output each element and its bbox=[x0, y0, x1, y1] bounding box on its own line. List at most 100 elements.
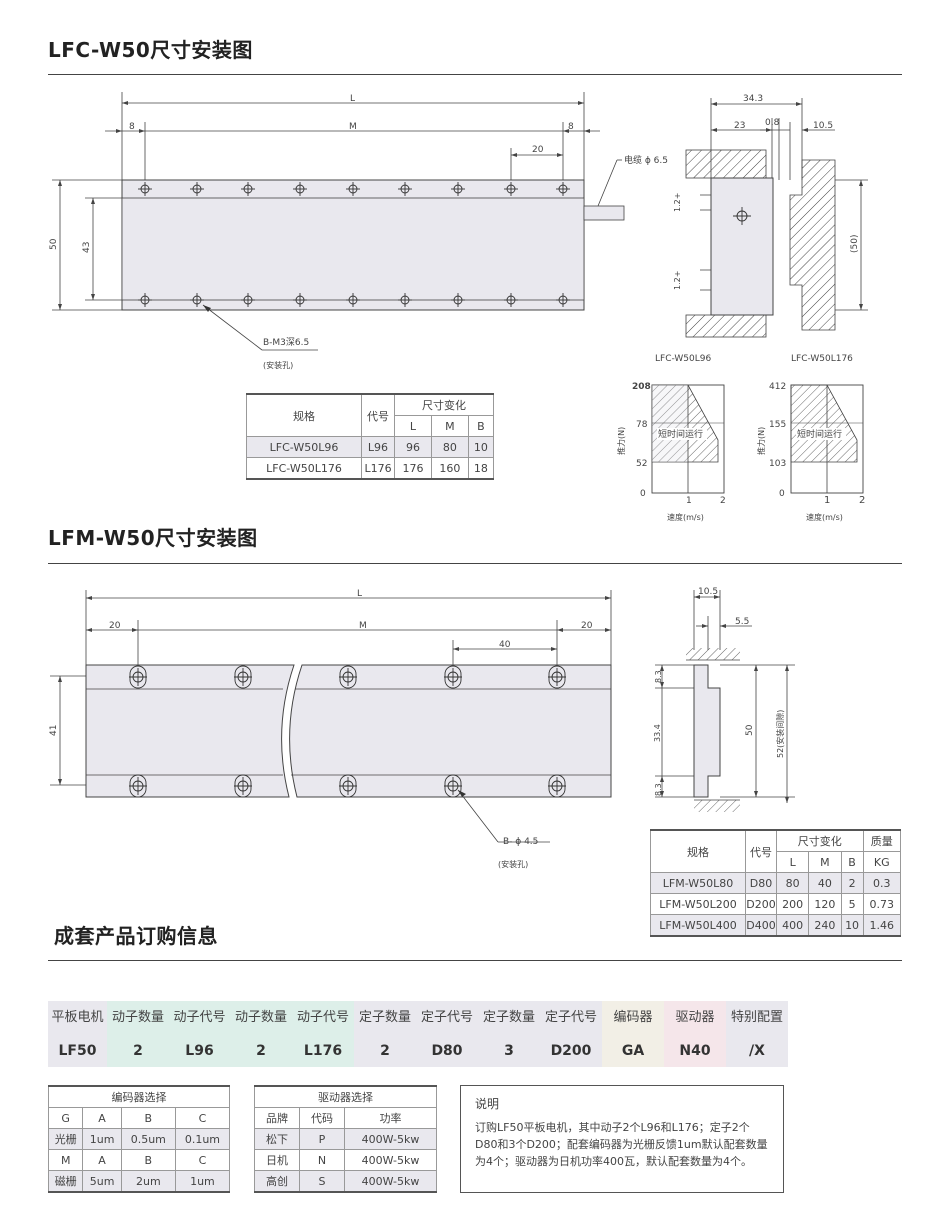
order-col-stator-code-2: 定子代号 D200 bbox=[540, 1001, 602, 1067]
lfm-cell-kg: 0.3 bbox=[862, 872, 902, 894]
lfc-dim-43: 43 bbox=[82, 242, 92, 253]
order-note-text: 订购LF50平板电机，其中动子2个L96和L176；定子2个D80和3个D200… bbox=[475, 1121, 768, 1168]
order-col-label: 平板电机 bbox=[51, 1010, 104, 1025]
encoder-table: 编码器选择 G A B C 光栅 1um 0.5um 0.1um M A B C… bbox=[47, 1085, 231, 1193]
order-section-title: 成套产品订购信息 bbox=[54, 924, 218, 948]
chart2-ytick-2: 103 bbox=[769, 459, 786, 469]
lfm-title-rule bbox=[48, 563, 902, 564]
driver-cell: S bbox=[299, 1170, 345, 1193]
table-row: M A B C bbox=[47, 1149, 231, 1171]
table-row: 品牌 代码 功率 bbox=[254, 1107, 437, 1129]
order-col-value: L96 bbox=[185, 1043, 214, 1059]
order-col-label: 定子数量 bbox=[358, 1010, 411, 1025]
chart2-title: LFC-W50L176 bbox=[791, 354, 853, 364]
chart1-title: LFC-W50L96 bbox=[655, 354, 711, 364]
order-col-encoder: 编码器 GA bbox=[602, 1001, 664, 1067]
lfc-section-title: LFC-W50尺寸安装图 bbox=[48, 38, 253, 62]
order-col-mover-qty-1: 动子数量 2 bbox=[107, 1001, 169, 1067]
lfc-side-10-5: 10.5 bbox=[813, 121, 833, 131]
order-title-rule bbox=[48, 960, 902, 961]
thrust-speed-charts: LFC-W50L96 短时间运行 208 78 52 0 1 2 推力(N) 速… bbox=[616, 354, 865, 522]
order-col-value: LF50 bbox=[58, 1043, 97, 1059]
order-col-value: D80 bbox=[431, 1043, 463, 1059]
lfc-th-change: 尺寸变化 bbox=[394, 393, 494, 416]
lfm-cell-code: D400 bbox=[745, 914, 777, 937]
lfc-cell-code: L96 bbox=[361, 436, 395, 458]
order-col-label: 动子代号 bbox=[173, 1010, 226, 1025]
lfc-cell-M: 80 bbox=[430, 436, 469, 458]
chart1-ytick-0: 208 bbox=[632, 382, 651, 392]
driver-cell: 高创 bbox=[254, 1170, 300, 1193]
chart1-region bbox=[651, 384, 719, 463]
order-col-stator-qty-1: 定子数量 2 bbox=[354, 1001, 416, 1067]
order-code-strip: 平板电机 LF50 动子数量 2 动子代号 L96 动子数量 2 动子代号 L1… bbox=[48, 1001, 788, 1067]
order-col-stator-code-1: 定子代号 D80 bbox=[416, 1001, 478, 1067]
lfm-th-change: 尺寸变化 bbox=[776, 829, 864, 852]
lfm-th-M: M bbox=[808, 851, 842, 873]
chart2-xtick-1: 2 bbox=[859, 495, 865, 506]
chart2-region-label: 短时间运行 bbox=[797, 428, 842, 440]
lfc-side-1-2a: 1.2+ bbox=[673, 193, 682, 212]
lfm-side-8-3a: 8.3 bbox=[654, 670, 663, 683]
lfm-cell-B: 10 bbox=[840, 914, 864, 937]
lfc-hole-note: B-M3深6.5 bbox=[263, 337, 309, 348]
lfc-th-B: B bbox=[467, 415, 495, 437]
lfm-spec-table: 规格 代号 尺寸变化 质量 L M B KG LFM-W50L80 D80 80… bbox=[650, 829, 902, 937]
lfm-th-mass: 质量 bbox=[862, 829, 902, 852]
chart2-ytick-1: 155 bbox=[769, 420, 786, 430]
encoder-cell: B bbox=[120, 1107, 176, 1129]
encoder-cell: M bbox=[47, 1149, 84, 1171]
table-row: 松下 P 400W-5kw bbox=[254, 1128, 437, 1150]
lfc-spec-table: 规格 代号 尺寸变化 L M B LFC-W50L96 L96 96 80 10… bbox=[246, 393, 495, 480]
encoder-cell: 2um bbox=[120, 1170, 176, 1193]
encoder-cell: C bbox=[174, 1149, 231, 1171]
lfc-cell-L: 176 bbox=[394, 457, 432, 480]
driver-cell: P bbox=[299, 1128, 345, 1150]
order-col-motor: 平板电机 LF50 bbox=[48, 1001, 107, 1067]
table-row: 日机 N 400W-5kw bbox=[254, 1149, 437, 1171]
order-col-stator-qty-2: 定子数量 3 bbox=[478, 1001, 540, 1067]
lfc-drawing: L M 8 8 20 50 43 电缆 ϕ 6.5 B-M3深6.5 (安装孔) bbox=[49, 92, 868, 370]
lfm-dim-40: 40 bbox=[499, 640, 511, 650]
lfc-hole-sub: (安装孔) bbox=[263, 360, 293, 370]
driver-cell: N bbox=[299, 1149, 345, 1171]
lfm-th-L: L bbox=[775, 851, 810, 873]
lfc-dim-20: 20 bbox=[532, 145, 544, 155]
driver-header-cell: 功率 bbox=[344, 1107, 437, 1129]
lfm-cell-code: D200 bbox=[745, 893, 777, 915]
lfm-th-spec: 规格 bbox=[650, 829, 746, 873]
lfm-cell-L: 200 bbox=[775, 893, 810, 915]
order-col-label: 编码器 bbox=[613, 1010, 653, 1025]
lfm-side-8-3b: 8.3 bbox=[654, 783, 663, 796]
lfm-dim-M: M bbox=[359, 621, 367, 631]
chart1-ytick-3: 0 bbox=[640, 489, 646, 499]
chart1-ytick-1: 78 bbox=[636, 420, 648, 430]
driver-table: 驱动器选择 品牌 代码 功率 松下 P 400W-5kw 日机 N 400W-5… bbox=[254, 1085, 437, 1193]
lfm-side-10-5: 10.5 bbox=[698, 587, 718, 597]
chart1-xtick-0: 1 bbox=[686, 496, 692, 506]
lfm-side-33-4: 33.4 bbox=[653, 724, 662, 742]
chart2-ytick-3: 0 bbox=[779, 489, 785, 499]
lfm-hole-sub: (安装孔) bbox=[498, 859, 528, 869]
lfc-dim-M: M bbox=[349, 122, 357, 132]
driver-cell: 400W-5kw bbox=[344, 1149, 437, 1171]
lfm-cell-L: 80 bbox=[775, 872, 810, 894]
lfc-cable-label: 电缆 ϕ 6.5 bbox=[624, 154, 668, 166]
encoder-cell: 1um bbox=[82, 1128, 122, 1150]
table-row: LFM-W50L200 D200 200 120 5 0.73 bbox=[650, 893, 902, 915]
lfm-cell-kg: 1.46 bbox=[862, 914, 902, 937]
lfc-cell-spec: LFC-W50L96 bbox=[246, 436, 362, 458]
lfm-dim-L: L bbox=[357, 589, 362, 599]
lfm-side-5-5: 5.5 bbox=[735, 617, 749, 627]
driver-cell: 400W-5kw bbox=[344, 1170, 437, 1193]
order-col-special: 特别配置 /X bbox=[726, 1001, 788, 1067]
encoder-cell: C bbox=[174, 1107, 231, 1129]
order-col-label: 定子数量 bbox=[482, 1010, 535, 1025]
encoder-cell: A bbox=[82, 1107, 122, 1129]
driver-cell: 松下 bbox=[254, 1128, 300, 1150]
order-col-value: 2 bbox=[380, 1043, 390, 1059]
lfc-cell-code: L176 bbox=[361, 457, 395, 480]
table-row: 磁栅 5um 2um 1um bbox=[47, 1170, 231, 1193]
table-row: LFC-W50L96 L96 96 80 10 bbox=[246, 436, 495, 458]
encoder-table-title: 编码器选择 bbox=[48, 1085, 230, 1108]
